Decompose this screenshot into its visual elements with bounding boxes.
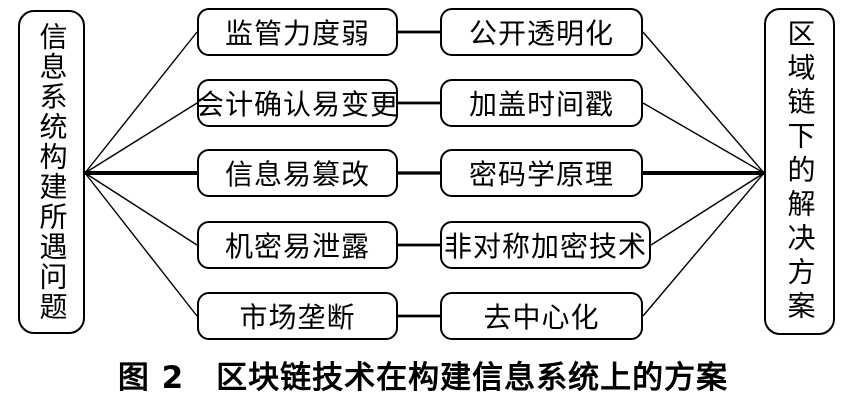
problem-box-1: 监管力度弱 [197, 8, 398, 56]
solution-box-5: 去中心化 [440, 292, 643, 340]
problem-box-3: 信息易篡改 [197, 149, 398, 197]
problem-box-5: 市场垄断 [197, 292, 398, 340]
problem-box-4: 机密易泄露 [197, 221, 398, 269]
problem-label: 监管力度弱 [224, 17, 370, 50]
solution-label: 公开透明化 [468, 17, 614, 50]
solution-label: 去中心化 [483, 301, 600, 334]
solution-label: 非对称加密技术 [443, 230, 647, 263]
problem-label: 信息易篡改 [224, 158, 370, 191]
problem-label: 会计确认易变更 [196, 88, 400, 121]
solution-box-2: 加盖时间戳 [440, 79, 643, 127]
solution-label: 密码学原理 [468, 158, 614, 191]
solution-box-4: 非对称加密技术 [440, 221, 651, 269]
problem-box-2: 会计确认易变更 [196, 79, 400, 127]
left-summary-box: 信息系统构建所遇问题 [18, 10, 85, 334]
solution-box-3: 密码学原理 [440, 149, 643, 197]
solution-label: 加盖时间戳 [468, 88, 614, 121]
problem-label: 市场垄断 [239, 301, 356, 334]
right-summary-label: 区域链下的解决方案 [783, 18, 817, 325]
right-summary-box: 区域链下的解决方案 [764, 8, 835, 335]
figure-caption: 图 2 区块链技术在构建信息系统上的方案 [117, 360, 729, 396]
solution-box-1: 公开透明化 [440, 8, 643, 56]
problem-label: 机密易泄露 [224, 230, 370, 263]
left-summary-label: 信息系统构建所遇问题 [35, 22, 69, 322]
